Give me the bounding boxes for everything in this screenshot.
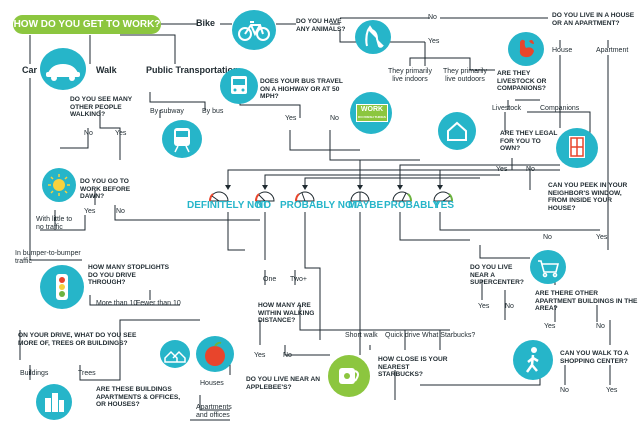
question-walking-distance: HOW MANY ARE WITHIN WALKING DISTANCE? — [258, 302, 315, 325]
gauge-maybe — [350, 191, 370, 202]
branch-two-plus: Two+ — [290, 276, 307, 283]
branch-highway-no: No — [330, 115, 339, 122]
bus-icon — [220, 68, 258, 104]
branch-shopping-yes: Yes — [606, 387, 618, 394]
coffee-cup-icon — [328, 355, 370, 397]
question-trees-buildings: ON YOUR DRIVE, WHAT DO YOU SEE MORE OF, … — [18, 332, 137, 347]
branch-apartments-offices: Apartments and offices — [196, 404, 232, 419]
buildings-icon — [36, 384, 72, 420]
work-sign-text: WORK — [360, 106, 384, 113]
branch-other-apartments-no: No — [596, 323, 605, 330]
answer-probably: PROBABLY — [384, 200, 440, 211]
question-people-walking: DO YOU SEE MANY OTHER PEOPLE WALKING? — [70, 96, 133, 119]
stoplight-icon — [40, 265, 84, 309]
branch-supercenter-yes: Yes — [478, 303, 490, 310]
branch-short-walk: Short walk — [345, 332, 378, 339]
question-stoplights: HOW MANY STOPLIGHTS DO YOU DRIVE THROUGH… — [88, 264, 170, 287]
mode-walk-label: Walk — [96, 65, 117, 75]
work-sign-icon: WORK DO FRESH THINGS — [350, 92, 392, 134]
page-title: HOW DO YOU GET TO WORK? — [13, 15, 161, 34]
rooster-icon — [508, 32, 544, 66]
answer-maybe: MAYBE — [348, 200, 384, 211]
question-before-dawn: DO YOU GO TO WORK BEFORE DAWN? — [80, 178, 131, 201]
branch-by-subway: By subway — [150, 108, 184, 115]
branch-quick-drive: Quick drive — [385, 332, 421, 339]
gauge-yes — [433, 191, 453, 202]
bike-icon — [232, 10, 276, 50]
question-legal: ARE THEY LEGAL FOR YOU TO OWN? — [500, 130, 558, 153]
branch-dawn-yes: Yes — [84, 208, 96, 215]
branch-little-traffic: With little to no traffic — [36, 216, 73, 231]
house-icon — [438, 112, 476, 150]
branch-walking-yes: Yes — [115, 130, 127, 137]
mode-transit-label: Public Transportation — [146, 65, 239, 75]
branch-trees: Trees — [78, 370, 96, 377]
branch-more-than-10: More than 10 — [96, 300, 138, 307]
branch-animals-yes: Yes — [428, 38, 440, 45]
gauge-definitely-not — [209, 191, 229, 202]
branch-what-starbucks: What Starbucks? — [422, 332, 476, 339]
gauge-probably-not — [295, 191, 315, 202]
branch-houses: Houses — [200, 380, 224, 387]
branch-shopping-no: No — [560, 387, 569, 394]
branch-apartment: Apartment — [596, 47, 629, 54]
train-icon — [162, 120, 202, 158]
branch-dawn-no: No — [116, 208, 125, 215]
gauges-row — [209, 191, 453, 202]
branch-fewer-than-10: Fewer than 10 — [136, 300, 181, 307]
question-shopping-center: CAN YOU WALK TO A SHOPPING CENTER? — [560, 350, 629, 365]
branch-animals-no: No — [428, 14, 437, 21]
apple-icon — [196, 336, 234, 372]
question-supercenter: DO YOU LIVE NEAR A SUPERCENTER? — [470, 264, 524, 287]
gauge-probably — [392, 191, 412, 202]
question-animals: DO YOU HAVE ANY ANIMALS? — [296, 18, 346, 33]
work-sign-subtext: DO FRESH THINGS — [358, 115, 386, 119]
question-peek: CAN YOU PEEK IN YOUR NEIGHBOR'S WINDOW, … — [548, 182, 628, 212]
gauge-no — [255, 191, 275, 202]
question-other-apartments: ARE THERE OTHER APARTMENT BUILDINGS IN T… — [535, 290, 638, 313]
branch-supercenter-no: No — [505, 303, 514, 310]
branch-outdoors: They primarily live outdoors — [443, 68, 487, 83]
question-house-or-apartment: DO YOU LIVE IN A HOUSE OR AN APARTMENT? — [552, 12, 635, 27]
sun-icon — [42, 168, 76, 202]
branch-legal-no: No — [526, 166, 535, 173]
branch-buildings: Buildings — [20, 370, 49, 377]
branch-legal-yes: Yes — [496, 166, 508, 173]
branch-livestock: Livestock — [492, 105, 522, 112]
branch-companions: Companions — [540, 105, 580, 112]
question-applebees: DO YOU LIVE NEAR AN APPLEBEE'S? — [246, 376, 321, 391]
walking-person-icon — [513, 340, 553, 380]
branch-by-bus: By bus — [202, 108, 224, 115]
answer-definitely-not: DEFINITELY NOT — [187, 200, 269, 211]
branch-peek-no: No — [543, 234, 552, 241]
mode-car-label: Car — [22, 65, 38, 75]
car-icon — [40, 48, 86, 90]
answer-yes: YES — [434, 200, 455, 211]
branch-bumper: In bumper-to-bumper traffic — [15, 250, 81, 265]
answer-no: NO — [256, 200, 271, 211]
window-icon — [556, 128, 598, 168]
branch-other-apartments-yes: Yes — [544, 323, 556, 330]
branch-indoors: They primarily live indoors — [388, 68, 432, 83]
answer-probably-not: PROBABLY NOT — [280, 200, 359, 211]
shopping-cart-icon — [530, 250, 566, 284]
houses-icon — [160, 340, 190, 368]
branch-applebees-yes: Yes — [254, 352, 266, 359]
branch-applebees-no: No — [283, 352, 292, 359]
branch-peek-yes: Yes — [596, 234, 608, 241]
branch-house: House — [552, 47, 573, 54]
branch-walking-no: No — [84, 130, 93, 137]
question-apartments-offices: ARE THESE BUILDINGS APARTMENTS & OFFICES… — [96, 386, 181, 409]
branch-highway-yes: Yes — [285, 115, 297, 122]
branch-one: One — [263, 276, 277, 283]
question-highway: DOES YOUR BUS TRAVEL ON A HIGHWAY OR AT … — [260, 78, 343, 101]
question-starbucks: HOW CLOSE IS YOUR NEAREST STARBUCKS? — [378, 356, 448, 379]
cat-icon — [355, 20, 391, 54]
mode-bike-label: Bike — [196, 18, 216, 28]
question-livestock: ARE THEY LIVESTOCK OR COMPANIONS? — [497, 70, 547, 93]
